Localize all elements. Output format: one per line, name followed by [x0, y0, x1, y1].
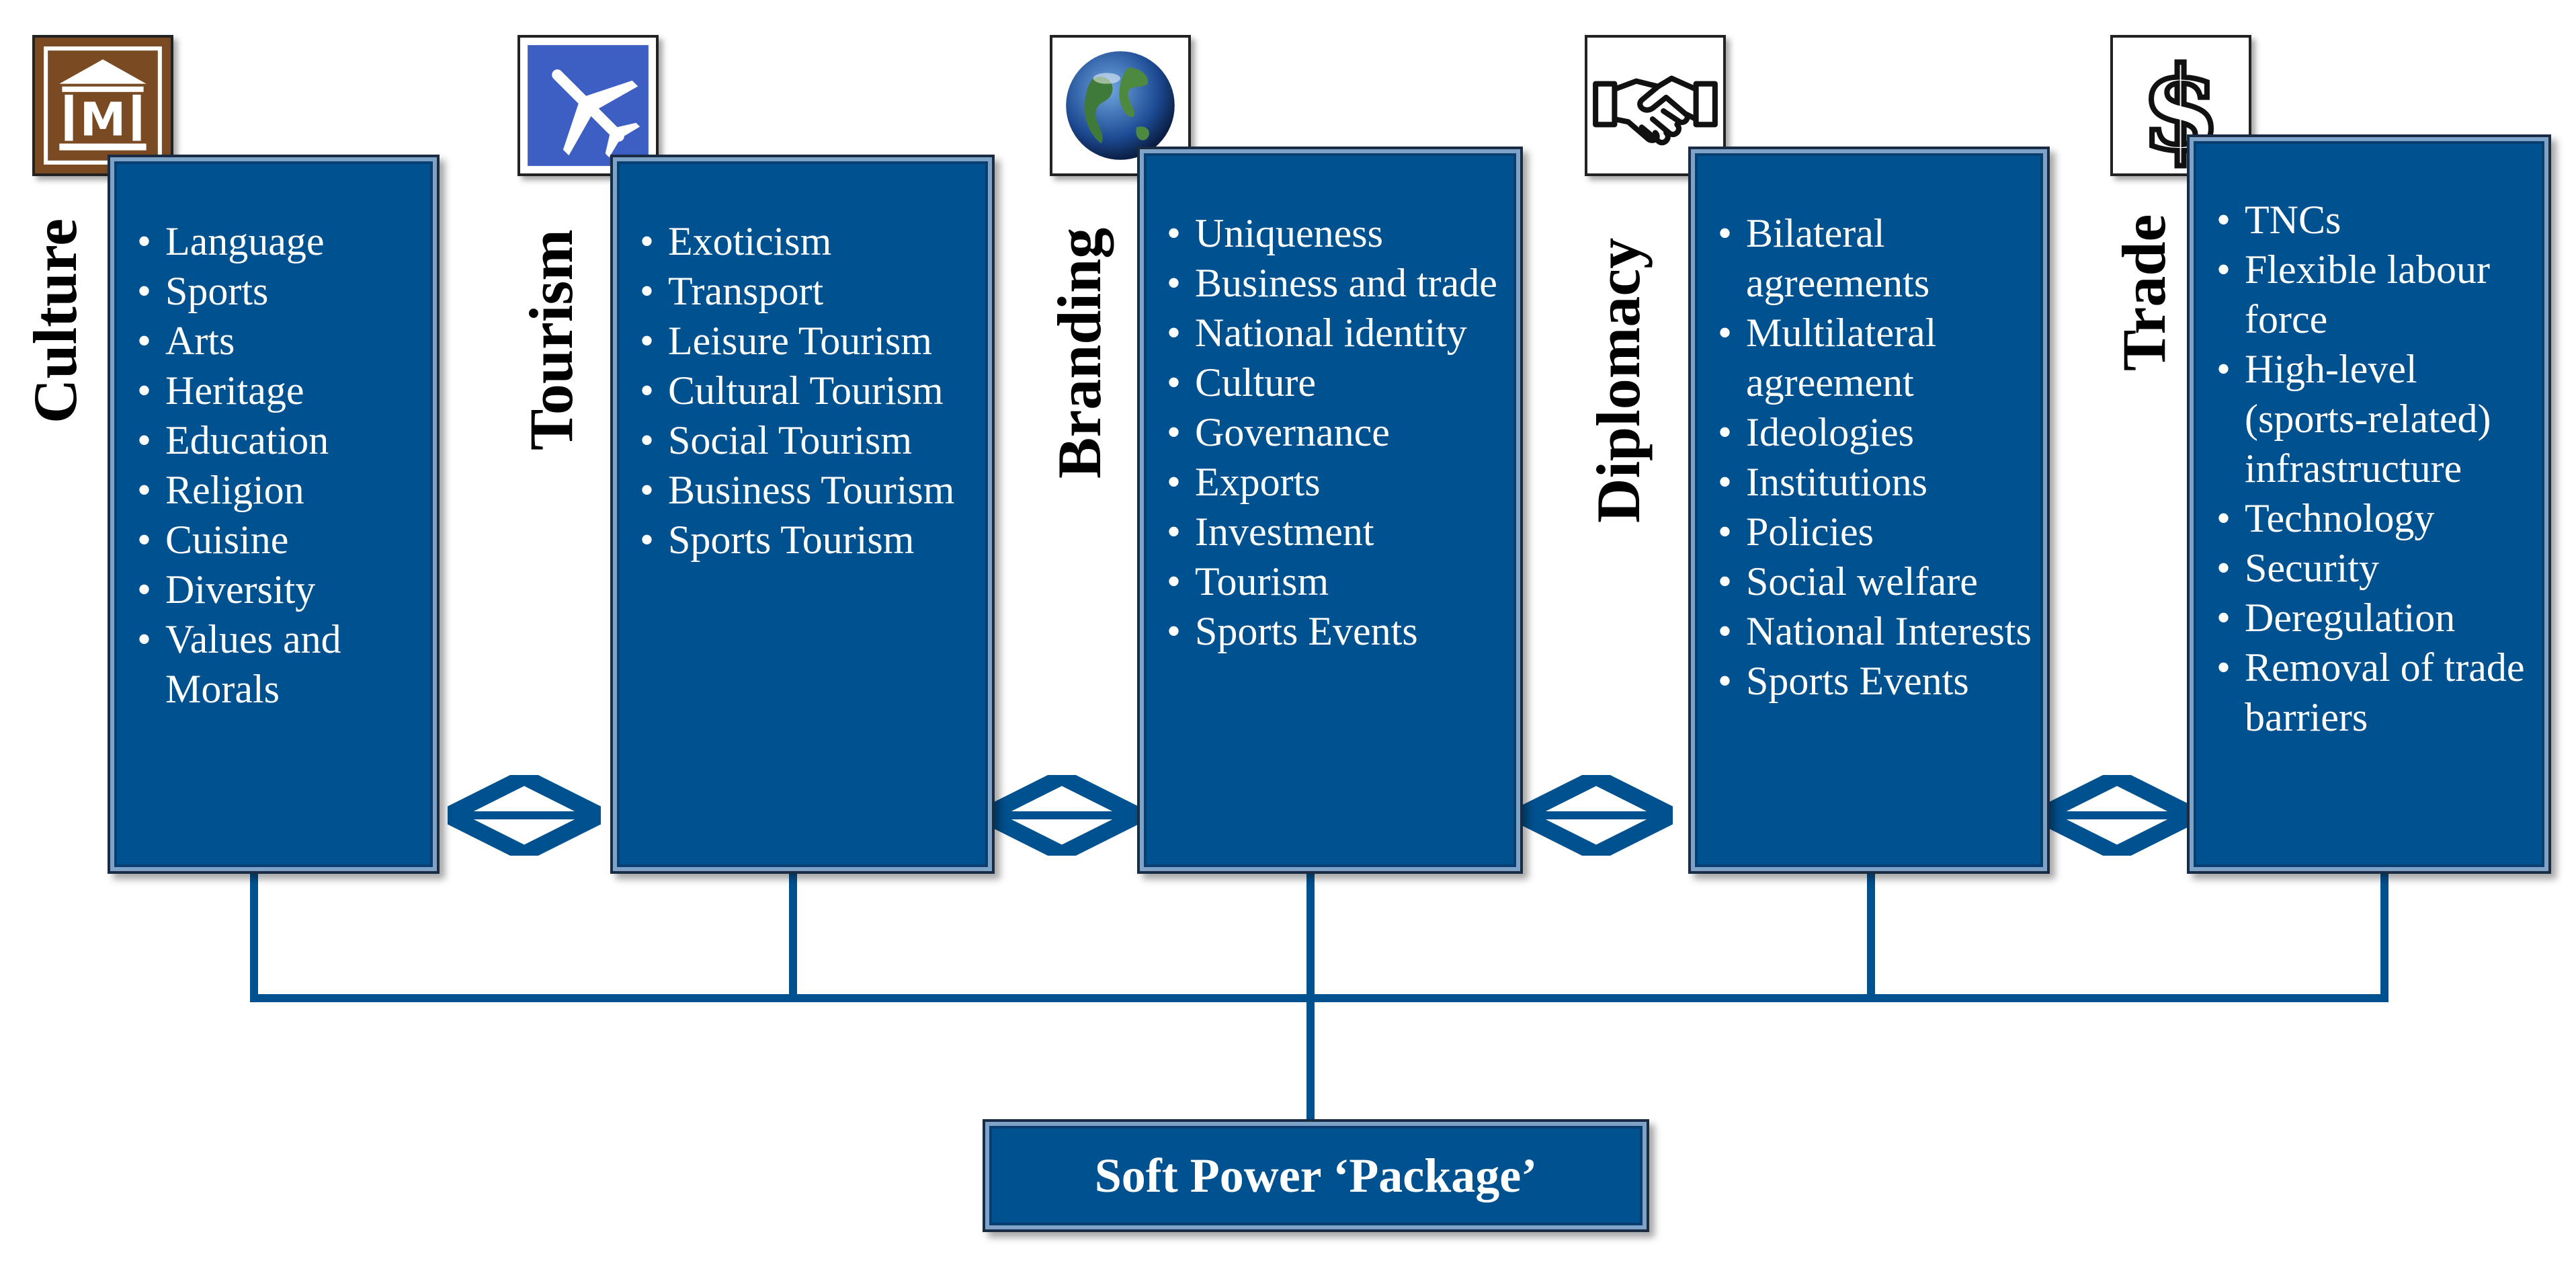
branding-box: Uniqueness Business and trade National i…: [1137, 147, 1523, 874]
column-title-tourism: Tourism: [517, 229, 585, 450]
list-item: Sports Events: [1163, 606, 1513, 656]
column-title-branding: Branding: [1045, 227, 1114, 479]
list-item: Culture: [1163, 358, 1513, 407]
list-item: Deregulation: [2212, 593, 2542, 643]
airplane-icon: [517, 35, 659, 176]
list-item: Security: [2212, 543, 2542, 593]
list-item: Social Tourism: [636, 415, 985, 465]
list-item: Institutions: [1714, 457, 2040, 507]
list-item: Cuisine: [133, 515, 430, 565]
list-item: High-level (sports-related) infrastructu…: [2212, 344, 2542, 493]
diplomacy-box: Bilateral agreements Multilateral agreem…: [1688, 147, 2050, 874]
list-item: Education: [133, 415, 430, 465]
list-item: Heritage: [133, 366, 430, 415]
culture-box: Language Sports Arts Heritage Education …: [108, 155, 440, 874]
tourism-list: Exoticism Transport Leisure Tourism Cult…: [636, 216, 985, 565]
list-item: Religion: [133, 465, 430, 515]
column-title-diplomacy: Diplomacy: [1584, 237, 1653, 523]
list-item: Sports Events: [1714, 656, 2040, 706]
branding-list: Uniqueness Business and trade National i…: [1163, 208, 1513, 656]
list-item: Arts: [133, 316, 430, 366]
list-item: Cultural Tourism: [636, 366, 985, 415]
list-item: Leisure Tourism: [636, 316, 985, 366]
list-item: Policies: [1714, 507, 2040, 557]
museum-icon: M: [32, 35, 173, 176]
list-item: Business and trade: [1163, 258, 1513, 308]
column-title-trade: Trade: [2110, 214, 2178, 371]
trade-box: TNCs Flexible labour force High-level (s…: [2187, 134, 2551, 874]
list-item: Exports: [1163, 457, 1513, 507]
list-item: Sports: [133, 266, 430, 316]
list-item: Uniqueness: [1163, 208, 1513, 258]
list-item: Technology: [2212, 493, 2542, 543]
list-item: Transport: [636, 266, 985, 316]
list-item: Bilateral agreements: [1714, 208, 2040, 308]
diplomacy-list: Bilateral agreements Multilateral agreem…: [1714, 208, 2040, 706]
list-item: Governance: [1163, 407, 1513, 457]
culture-list: Language Sports Arts Heritage Education …: [133, 216, 430, 714]
list-item: Tourism: [1163, 557, 1513, 606]
soft-power-package-box: Soft Power ‘Package’: [983, 1119, 1649, 1232]
trade-list: TNCs Flexible labour force High-level (s…: [2212, 195, 2542, 742]
list-item: Exoticism: [636, 216, 985, 266]
list-item: Language: [133, 216, 430, 266]
soft-power-package-label: Soft Power ‘Package’: [1094, 1148, 1538, 1203]
list-item: TNCs: [2212, 195, 2542, 245]
tourism-box: Exoticism Transport Leisure Tourism Cult…: [610, 155, 995, 874]
list-item: Social welfare: [1714, 557, 2040, 606]
list-item: Values and Morals: [133, 614, 430, 714]
list-item: Multilateral agreement: [1714, 308, 2040, 407]
list-item: Investment: [1163, 507, 1513, 557]
svg-text:M: M: [80, 93, 126, 147]
globe-icon: [1050, 35, 1191, 176]
list-item: National identity: [1163, 308, 1513, 358]
list-item: Removal of trade barriers: [2212, 643, 2542, 742]
column-title-culture: Culture: [21, 218, 89, 423]
list-item: Sports Tourism: [636, 515, 985, 565]
list-item: National Interests: [1714, 606, 2040, 656]
list-item: Flexible labour force: [2212, 245, 2542, 344]
list-item: Business Tourism: [636, 465, 985, 515]
list-item: Ideologies: [1714, 407, 2040, 457]
list-item: Diversity: [133, 565, 430, 614]
